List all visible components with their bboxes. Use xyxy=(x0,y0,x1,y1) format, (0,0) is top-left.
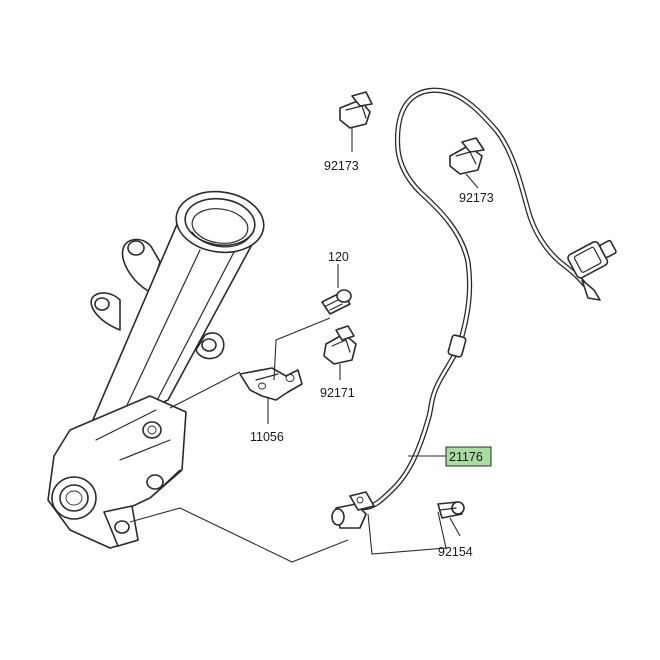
wheel-speed-sensor xyxy=(331,491,375,529)
sensor-harness-wire xyxy=(357,87,617,511)
sensor-bracket-leader xyxy=(367,511,447,555)
label-bracket-11056: 11056 xyxy=(250,430,284,444)
label-clip-92173-left: 92173 xyxy=(324,159,359,173)
label-clip-92173-right: 92173 xyxy=(459,191,494,205)
bracket-11056 xyxy=(239,317,331,424)
label-sensor-harness-21176: 21176 xyxy=(449,450,483,464)
harness-callout-box xyxy=(445,446,492,467)
bolt-120 xyxy=(321,264,352,315)
label-bolt-120: 120 xyxy=(328,250,349,264)
clamp-92171 xyxy=(323,325,357,380)
label-clamp-92171: 92171 xyxy=(320,386,355,400)
fork-outer-tube xyxy=(47,190,349,563)
bolt-92154 xyxy=(437,501,465,537)
label-bolt-92154: 92154 xyxy=(438,545,473,559)
clip-92173-left xyxy=(339,91,373,152)
clip-92173-right xyxy=(449,137,485,189)
